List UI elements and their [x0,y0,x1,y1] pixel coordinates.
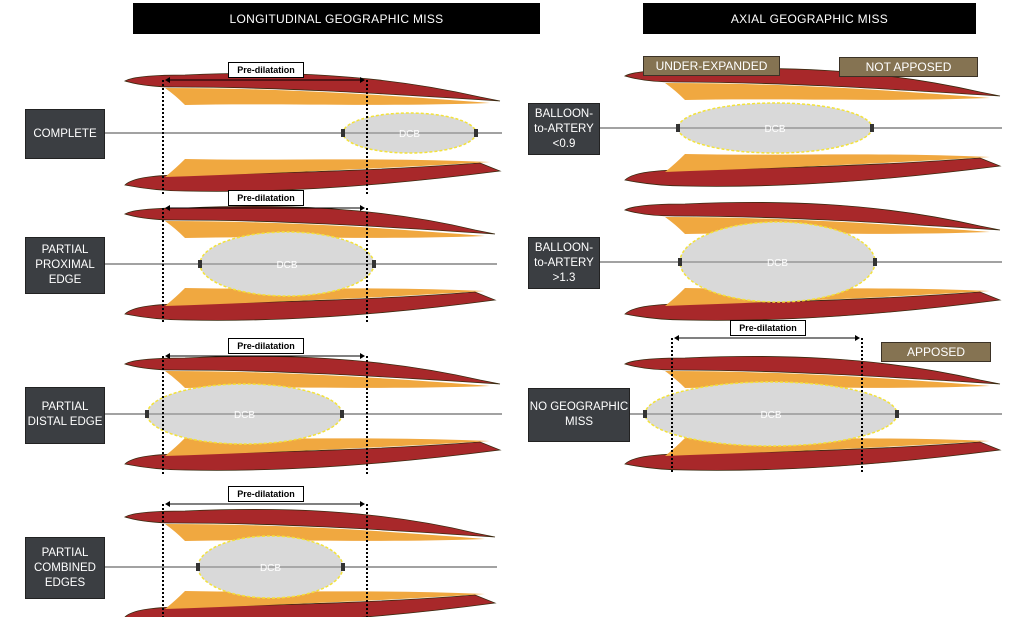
balloon-marker-proximal [341,129,345,137]
balloon-marker-distal [895,410,899,418]
plaque-bottom [165,159,490,177]
header-axial: AXIAL GEOGRAPHIC MISS [643,3,976,34]
balloon-marker-distal [341,563,345,571]
predilatation-label: Pre-dilatation [730,320,806,336]
balloon-label: DCB [276,260,297,271]
balloon-marker-distal [870,124,874,132]
plaque-bottom [665,154,990,172]
balloon-marker-proximal [145,410,149,418]
balloon-label: DCB [260,563,281,574]
balloon-marker-proximal [643,410,647,418]
panel-label: BALLOON-to-ARTERY <0.9 [528,103,600,155]
balloon-marker-proximal [196,563,200,571]
balloon-marker-distal [340,410,344,418]
balloon-marker-proximal [676,124,680,132]
tag-apposed: APPOSED [881,342,991,362]
predilatation-label: Pre-dilatation [228,190,304,206]
panel-label: PARTIAL PROXIMAL EDGE [25,236,105,294]
panel-label: BALLOON-to-ARTERY >1.3 [528,237,600,289]
balloon-label: DCB [399,129,420,140]
balloon-marker-distal [372,260,376,268]
tag-not-apposed: NOT APPOSED [839,57,978,77]
balloon-marker-proximal [198,260,202,268]
balloon-marker-distal [474,129,478,137]
vessel-wall-top [624,201,1001,231]
header-longitudinal: LONGITUDINAL GEOGRAPHIC MISS [133,3,540,34]
panel-label: NO GEOGRAPHIC MISS [528,388,630,442]
predilatation-label: Pre-dilatation [228,486,304,502]
balloon-marker-distal [873,258,877,266]
plaque-top [165,524,485,541]
vessel-wall-top [624,355,1001,385]
plaque-top [665,83,990,100]
vessel-wall-top [124,355,501,385]
balloon-label: DCB [234,410,255,421]
panel-label: PARTIAL COMBINED EDGES [25,537,105,599]
tag-under-expanded: UNDER-EXPANDED [643,56,780,76]
predilatation-label: Pre-dilatation [228,62,304,78]
panel-label: COMPLETE [25,109,105,159]
plaque-top [165,221,485,238]
predilatation-label: Pre-dilatation [228,338,304,354]
balloon-marker-proximal [678,258,682,266]
panel-label: PARTIAL DISTAL EDGE [25,386,105,444]
balloon-label: DCB [767,258,788,269]
plaque-top [165,371,490,388]
balloon-label: DCB [764,124,785,135]
plaque-top [165,88,490,105]
balloon-label: DCB [760,410,781,421]
vessel-wall-top [124,508,496,538]
